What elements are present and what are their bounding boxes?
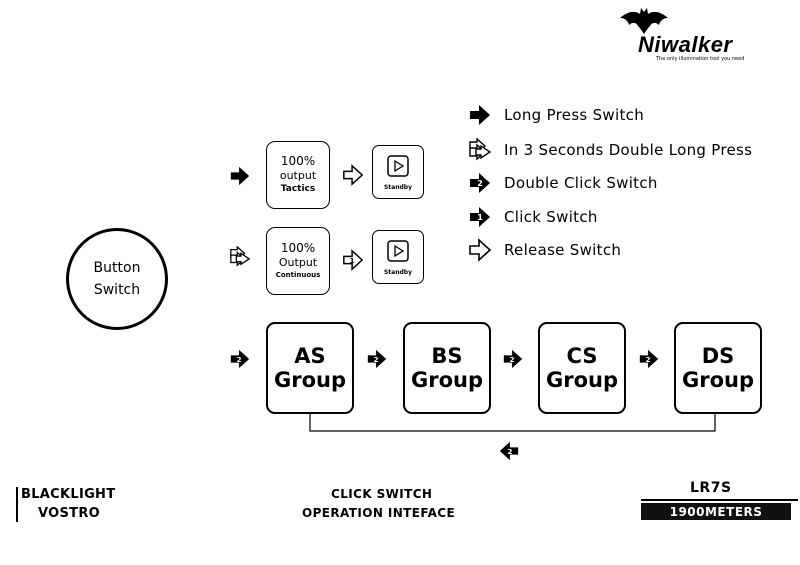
mode-box-tactics: 100% output Tactics — [266, 141, 330, 209]
loop-back-connector — [309, 412, 716, 432]
mode-percent: 100% — [280, 241, 316, 255]
release-arrow-icon — [343, 164, 364, 186]
brand-logo: Niwalker The only illumination tool you … — [612, 6, 772, 68]
model-name: LR7S — [690, 480, 732, 496]
mode-output-label: Output — [278, 256, 318, 269]
double-click-arrow-icon: 2 — [230, 349, 250, 369]
legend-label: Long Press Switch — [504, 106, 645, 124]
double-long-press-arrow-icon — [230, 246, 251, 267]
svg-text:2: 2 — [477, 179, 483, 188]
group-code: CS — [566, 344, 598, 368]
legend-label: In 3 Seconds Double Long Press — [504, 141, 753, 159]
legend-label: Double Click Switch — [504, 174, 658, 192]
svg-text:1: 1 — [477, 213, 483, 222]
svg-text:2: 2 — [507, 447, 512, 456]
legend-item-double-long-press: In 3 Seconds Double Long Press — [468, 138, 752, 162]
mode-name: Continuous — [275, 271, 321, 279]
mode-percent: 100% — [280, 154, 316, 168]
svg-text:2: 2 — [237, 355, 242, 364]
standby-box-1: Standby — [372, 145, 424, 199]
button-switch-line2: Switch — [93, 282, 141, 298]
standby-box-2: Standby — [372, 230, 424, 284]
footer-model-line: VOSTRO — [38, 506, 100, 521]
long-press-arrow-icon — [470, 105, 490, 125]
footer-divider — [16, 487, 18, 522]
legend-label: Click Switch — [504, 208, 598, 226]
svg-text:2: 2 — [646, 355, 651, 364]
standby-label: Standby — [383, 269, 412, 276]
group-box-bs: BS Group — [403, 322, 491, 414]
click-arrow-icon: 1 — [343, 249, 364, 271]
mode-name: Tactics — [280, 184, 316, 194]
button-switch: Button Switch — [66, 228, 168, 330]
group-code: BS — [431, 344, 463, 368]
double-click-arrow-icon: 2 — [470, 173, 490, 193]
play-icon — [387, 155, 409, 177]
group-code: DS — [701, 344, 735, 368]
brand-tagline: The only illumination tool you need — [656, 56, 745, 62]
double-click-arrow-icon: 2 — [503, 349, 523, 369]
button-switch-line1: Button — [93, 260, 141, 276]
group-code: AS — [294, 344, 326, 368]
double-long-press-arrow-icon — [469, 138, 492, 161]
group-label: Group — [273, 368, 346, 392]
group-box-cs: CS Group — [538, 322, 626, 414]
legend-item-release: Release Switch — [468, 238, 621, 262]
svg-text:1: 1 — [350, 256, 355, 265]
group-box-as: AS Group — [266, 322, 354, 414]
legend-item-long-press: Long Press Switch — [468, 103, 644, 127]
mode-box-continuous: 100% Output Continuous — [266, 227, 330, 295]
model-divider — [641, 499, 798, 501]
brand-name: Niwalker — [638, 32, 733, 57]
bat-icon — [620, 8, 668, 34]
footer-subtitle: OPERATION INTEFACE — [302, 506, 456, 520]
svg-text:2: 2 — [374, 355, 379, 364]
release-arrow-icon — [469, 238, 492, 262]
mode-output-label: output — [279, 169, 317, 182]
group-box-ds: DS Group — [674, 322, 762, 414]
legend-item-double-click: 2 Double Click Switch — [468, 171, 658, 195]
double-click-arrow-icon: 2 — [639, 349, 659, 369]
standby-label: Standby — [383, 184, 412, 191]
group-label: Group — [545, 368, 618, 392]
long-press-arrow-icon — [230, 166, 250, 186]
double-click-arrow-icon: 2 — [367, 349, 387, 369]
group-label: Group — [681, 368, 754, 392]
legend-item-click: 1 Click Switch — [468, 205, 598, 229]
footer-series: BLACKLIGHT — [21, 487, 116, 502]
footer-title: CLICK SWITCH — [331, 487, 433, 501]
range-badge: 1900METERS — [641, 503, 791, 520]
double-click-arrow-left-icon: 2 — [499, 441, 519, 461]
click-arrow-icon: 1 — [470, 207, 490, 227]
play-icon — [387, 240, 409, 262]
svg-text:2: 2 — [510, 355, 515, 364]
group-label: Group — [410, 368, 483, 392]
legend-label: Release Switch — [504, 241, 622, 259]
